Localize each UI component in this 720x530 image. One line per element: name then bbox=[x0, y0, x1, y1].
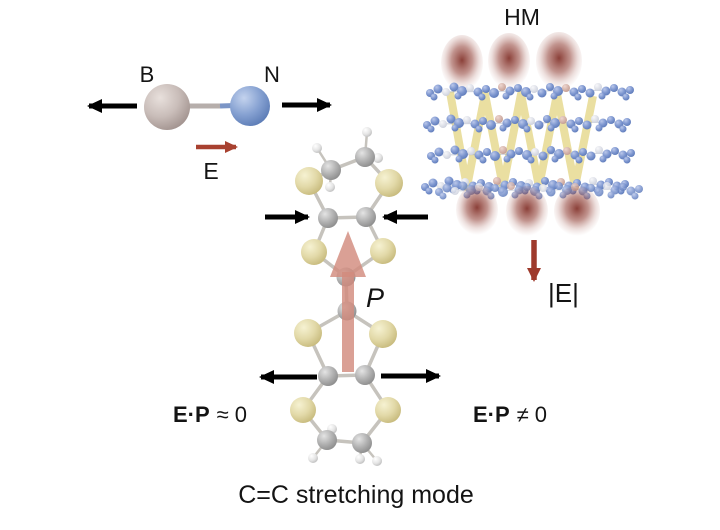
boron-atom bbox=[144, 84, 190, 130]
hydrogen-atom bbox=[325, 182, 335, 192]
carbon-atom bbox=[318, 208, 338, 228]
charge-cloud bbox=[488, 33, 530, 89]
charge-cloud bbox=[456, 185, 498, 235]
polarization-label: P bbox=[366, 283, 384, 313]
carbon-atoms bbox=[317, 147, 376, 453]
equation-ep-left: E·P≈ 0 bbox=[173, 402, 247, 427]
polarization-arrow-icon bbox=[330, 231, 366, 372]
carbon-atom bbox=[355, 365, 375, 385]
sulfur-atom bbox=[295, 167, 323, 195]
boron-label: B bbox=[140, 62, 155, 87]
charge-cloud-top bbox=[441, 32, 582, 91]
bn-panel: B N E bbox=[87, 62, 332, 184]
sulfur-atom bbox=[294, 319, 322, 347]
hydrogen-atoms bbox=[308, 127, 383, 466]
hm-layer bbox=[425, 81, 635, 102]
charge-cloud bbox=[536, 32, 582, 90]
equation-ep-right: E·P≠ 0 bbox=[473, 402, 547, 427]
carbon-atom bbox=[317, 430, 337, 450]
carbon-atom bbox=[321, 160, 341, 180]
interlayer-bonds bbox=[446, 90, 597, 191]
sulfur-atoms bbox=[290, 167, 403, 423]
hm-title: HM bbox=[504, 4, 540, 30]
sulfur-atom bbox=[370, 238, 396, 264]
sulfur-atom bbox=[375, 397, 401, 423]
hydrogen-atom bbox=[362, 127, 372, 137]
carbon-atom bbox=[355, 147, 375, 167]
nitrogen-label: N bbox=[264, 62, 280, 87]
e-magnitude-label: |E| bbox=[548, 278, 579, 308]
charge-cloud bbox=[554, 186, 600, 236]
carbon-atom bbox=[318, 366, 338, 386]
hm-panel: HM |E| bbox=[420, 4, 644, 308]
hydrogen-atom bbox=[372, 456, 382, 466]
e-field-label: E bbox=[203, 158, 218, 184]
carbon-atom bbox=[352, 433, 372, 453]
sulfur-atom bbox=[301, 239, 327, 265]
nitrogen-atom bbox=[230, 86, 270, 126]
carbon-atom bbox=[356, 207, 376, 227]
hydrogen-atom bbox=[355, 454, 365, 464]
charge-cloud bbox=[506, 186, 548, 236]
sulfur-atom bbox=[290, 397, 316, 423]
figure-caption: C=C stretching mode bbox=[238, 481, 474, 509]
sulfur-atom bbox=[369, 320, 397, 348]
ttf-molecule: P bbox=[259, 127, 441, 466]
sulfur-atom bbox=[375, 169, 403, 197]
hydrogen-atom bbox=[312, 143, 322, 153]
charge-cloud bbox=[441, 35, 483, 91]
hydrogen-atom bbox=[373, 153, 383, 163]
hydrogen-atom bbox=[308, 453, 318, 463]
charge-cloud-bottom bbox=[456, 185, 600, 236]
